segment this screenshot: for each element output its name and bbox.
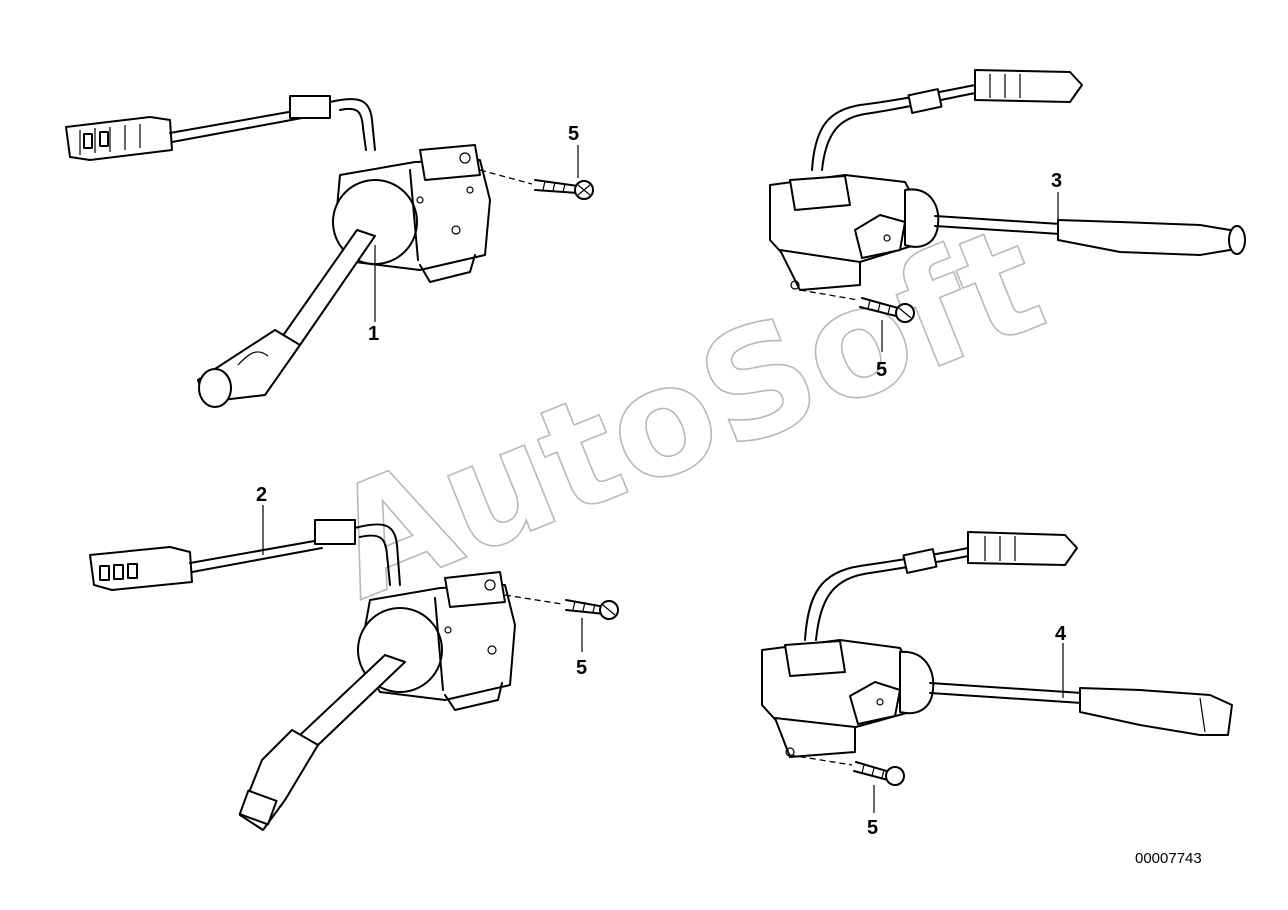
callout-5-bottom-right: 5 <box>867 817 878 839</box>
part-2-switch <box>89 505 619 831</box>
part-1-switch <box>65 95 594 408</box>
part-4-switch <box>761 531 1233 813</box>
callout-2: 2 <box>256 484 267 506</box>
callout-4: 4 <box>1055 623 1067 645</box>
callout-5-top-left: 5 <box>568 123 579 145</box>
callout-5-top-right: 5 <box>876 359 887 381</box>
callout-5-bottom-left: 5 <box>576 657 587 679</box>
callout-3: 3 <box>1051 170 1062 192</box>
callout-1: 1 <box>368 323 379 345</box>
part-3-switch <box>769 69 1246 352</box>
diagram-reference-number: 00007743 <box>1135 850 1202 867</box>
